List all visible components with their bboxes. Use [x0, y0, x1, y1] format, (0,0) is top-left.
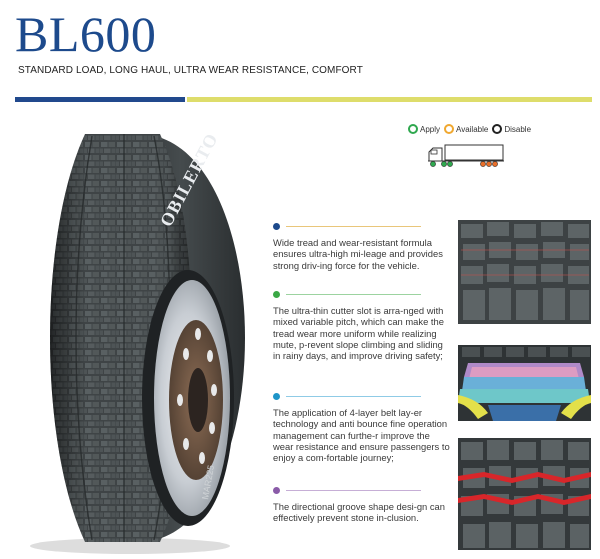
groove-shape-image — [458, 438, 591, 550]
legend-label: Available — [456, 124, 489, 134]
feature-wear-resistance: Wide tread and wear-resistant formula en… — [273, 223, 451, 271]
belt-layer-image — [458, 333, 591, 421]
feature-marker — [273, 393, 451, 401]
legend-item-apply: Apply — [408, 124, 440, 134]
disable-dot-icon — [492, 124, 503, 134]
legend-label: Disable — [504, 124, 532, 134]
legend-label: Apply — [420, 124, 441, 134]
header-bar-blue — [15, 97, 185, 102]
feature-divider — [286, 396, 421, 397]
bullet-dot-icon — [273, 291, 280, 298]
feature-marker — [273, 223, 451, 231]
available-dot-icon — [444, 124, 455, 134]
legend-item-disable: Disable — [492, 124, 531, 134]
feature-cutter-slot: The ultra-thin cutter slot is arra-nged … — [273, 291, 451, 361]
feature-marker — [273, 291, 451, 299]
feature-groove-shape: The directional groove shape desi-gn can… — [273, 487, 451, 524]
legend-item-available: Available — [444, 124, 488, 134]
header-bar-yellow — [187, 97, 592, 102]
product-subtitle: STANDARD LOAD, LONG HAUL, ULTRA WEAR RES… — [18, 65, 363, 76]
feature-divider — [286, 490, 421, 491]
feature-divider — [286, 226, 421, 227]
feature-text: Wide tread and wear-resistant formula en… — [273, 237, 443, 271]
feature-text: The ultra-thin cutter slot is arra-nged … — [273, 305, 444, 362]
truck-trailer-icon — [428, 144, 504, 167]
apply-dot-icon — [408, 124, 418, 134]
bullet-dot-icon — [273, 223, 280, 230]
bullet-dot-icon — [273, 393, 280, 400]
feature-belt-layer: The application of 4-layer belt lay-er t… — [273, 393, 451, 463]
feature-marker — [273, 487, 451, 495]
feature-text: The application of 4-layer belt lay-er t… — [273, 407, 450, 464]
tire-image: OBILERTO MAR225 — [30, 129, 245, 554]
feature-divider — [286, 294, 421, 295]
product-title: BL600 — [15, 6, 157, 62]
tread-closeup-image — [458, 220, 591, 324]
feature-text: The directional groove shape desi-gn can… — [273, 501, 445, 524]
usage-legend: Apply Available Disable — [408, 124, 535, 134]
bullet-dot-icon — [273, 487, 280, 494]
